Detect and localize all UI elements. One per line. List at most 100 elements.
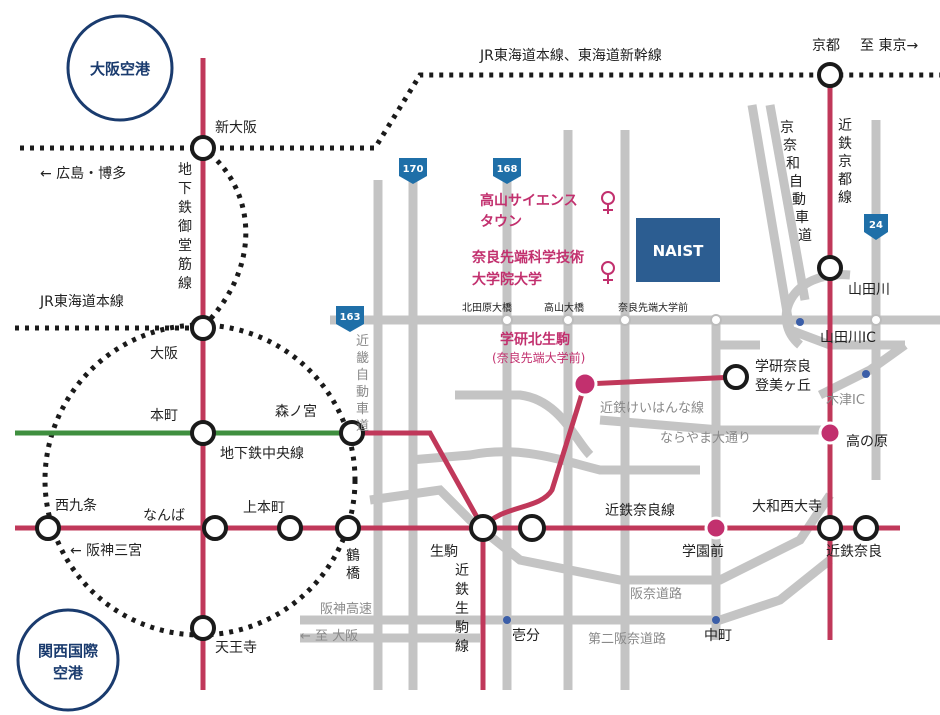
station-shin-osaka[interactable] [190, 135, 216, 161]
label-tennoji: 天王寺 [215, 640, 257, 656]
kintetsu-nara-label: 近鉄奈良線 [605, 503, 675, 519]
subway-chuo-label: 地下鉄中央線 [220, 446, 304, 462]
pink-stations [572, 371, 842, 540]
station-gakken-tomigaoka[interactable] [723, 364, 749, 390]
station-takanohara[interactable] [818, 421, 842, 445]
label-naraya-odori: ならやま大通り [660, 431, 751, 446]
label-kintetsu-nara: 近鉄奈良 [826, 544, 882, 560]
kintetsu-ikoma-label: 近 鉄 生 駒 線 [455, 563, 469, 655]
junction-kitatawara [501, 314, 513, 326]
midosuji-char-0: 地 [178, 162, 192, 178]
airport-kansai: 関西国際 空港 [16, 608, 120, 712]
jr-tokaido-label: JR東海道本線 [39, 294, 124, 310]
naist-marker[interactable]: NAIST [636, 218, 720, 282]
label-takanohara: 高の原 [846, 433, 888, 450]
label-namba: なんば [143, 508, 185, 524]
station-yamadagawa[interactable] [817, 255, 843, 281]
shield-168: 168 [493, 158, 521, 184]
road-curve-keihanna [455, 390, 594, 459]
shield-170-label: 170 [403, 164, 424, 175]
station-uehommachi[interactable] [277, 515, 303, 541]
ikoma-line-char-0: 近 [455, 563, 469, 579]
label-morinomiya: 森ノ宮 [275, 404, 317, 420]
label-nishikujo: 西九条 [55, 497, 97, 514]
label-yamato-saidaiji: 大和西大寺 [752, 499, 822, 515]
station-morinomiya[interactable] [339, 420, 365, 446]
midosuji-char-3: 御 [178, 219, 192, 235]
label-ichibu: 壱分 [512, 627, 540, 644]
label-osaka: 大阪 [150, 346, 178, 362]
station-tennoji[interactable] [190, 615, 216, 641]
label-honmachi: 本町 [150, 408, 178, 424]
station-nishikujo[interactable] [35, 515, 61, 541]
jr-osaka-loop-line [42, 322, 358, 638]
station-namba[interactable] [202, 515, 228, 541]
keinawa-char-6: 道 [798, 228, 812, 244]
ikoma-line-char-2: 生 [455, 601, 469, 617]
shield-170: 170 [399, 158, 427, 184]
shield-24-shape [864, 214, 888, 240]
naist-pin-icon [601, 261, 615, 284]
to-hanshin-sannomiya-label: ← 阪神三宮 [70, 543, 142, 559]
label-takayama-ohashi: 高山大橋 [544, 301, 584, 314]
jr-upper-arc [200, 145, 249, 330]
airport-osaka: 大阪空港 [66, 14, 174, 122]
station-gakkenkitaikoma[interactable] [572, 371, 598, 397]
kizu-ic-dot [862, 370, 870, 378]
keinawa-char-1: 奈 [783, 138, 797, 154]
ikoma-line-char-4: 線 [455, 639, 469, 655]
naist-box [636, 218, 720, 282]
keinawa-char-0: 京 [780, 120, 794, 136]
label-hanna-road: 阪奈道路 [630, 586, 682, 602]
station-kintetsu-nara[interactable] [853, 515, 879, 541]
keinawa-char-5: 車 [795, 209, 809, 226]
ic-dots [503, 318, 870, 624]
airport-kansai-circle [16, 608, 120, 712]
label-kizu-ic: 木津IC [826, 393, 865, 408]
kyoto-line-char-2: 京 [838, 154, 852, 170]
label-takayama-science-town-1: 高山サイエンス [480, 192, 578, 209]
label-tsuruhashi-1: 鶴 [346, 547, 360, 564]
station-honmachi[interactable] [190, 420, 216, 446]
station-yamato-saidaiji[interactable] [817, 515, 843, 541]
ichibu-dot [503, 616, 511, 624]
airport-osaka-circle [66, 14, 174, 122]
label-daini-hanna-road: 第二阪奈道路 [588, 631, 666, 647]
label-gakuenmae: 学園前 [682, 543, 724, 560]
kizu-road [817, 341, 908, 400]
naraya-odori-road [599, 415, 830, 435]
label-shin-osaka: 新大阪 [215, 120, 257, 136]
junction-876 [870, 314, 882, 326]
label-gakken-tomigaoka-2: 登美ヶ丘 [755, 378, 811, 394]
nakamachi-dot [712, 616, 720, 624]
kinki-expressway-label: 近 畿 自 動 車 道 [356, 334, 369, 434]
station-gakuenmae[interactable] [704, 516, 728, 540]
keinawa-char-3: 自 [789, 174, 803, 190]
label-yamadagawa: 山田川 [848, 282, 890, 298]
label-to-osaka: ← 至 大阪 [300, 629, 358, 644]
airport-kansai-label-1: 関西国際 [38, 642, 99, 660]
shield-170-shape [399, 158, 427, 184]
kintetsu-keihanna-label: 近鉄けいはんな線 [600, 400, 704, 416]
junction-716 [710, 314, 722, 326]
kyoto-line-char-3: 都 [838, 172, 852, 188]
station-kyoto[interactable] [817, 62, 843, 88]
label-yamadagawa-ic: 山田川IC [820, 330, 876, 346]
station-ikoma-2[interactable] [518, 514, 546, 542]
station-ikoma[interactable] [469, 514, 497, 542]
to-hiroshima-label: ← 広島・博多 [40, 165, 126, 182]
keinawa-expressway-label: 京 奈 和 自 動 車 道 [780, 120, 812, 244]
shield-163-label: 163 [340, 312, 361, 323]
label-gakkenkitaikoma-sub: (奈良先端大学前) [492, 350, 585, 365]
kyoto-line-char-0: 近 [838, 118, 852, 134]
label-nara-sentan-daigakumae: 奈良先端大学前 [618, 301, 688, 314]
label-nakamachi: 中町 [704, 628, 732, 644]
label-ikoma: 生駒 [430, 544, 458, 560]
midosuji-char-4: 堂 [178, 238, 192, 254]
keinawa-expressway-inner [765, 104, 810, 301]
shield-168-shape [493, 158, 521, 184]
station-tsuruhashi[interactable] [335, 515, 361, 541]
station-osaka[interactable] [190, 315, 216, 341]
airport-osaka-label: 大阪空港 [90, 60, 151, 78]
kyoto-line-char-1: 鉄 [838, 136, 852, 152]
